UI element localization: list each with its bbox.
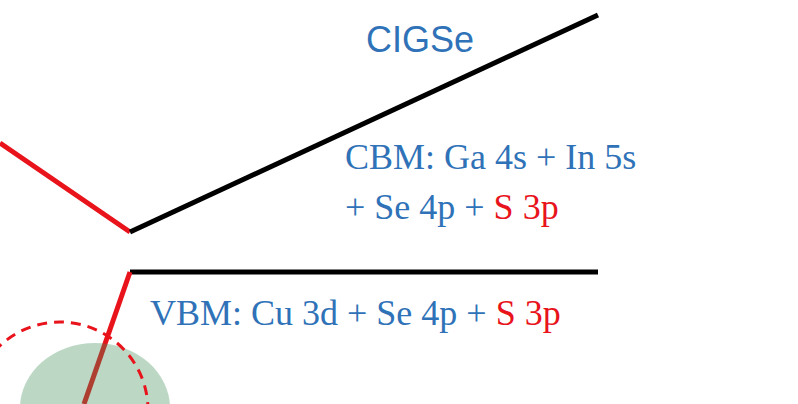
text-line: + Se 4p +S 3p	[345, 186, 559, 229]
valence-band-edge	[130, 270, 598, 275]
text-line: CIGSe	[366, 18, 474, 61]
orbital-label: VBM: Cu 3d + Se 4p +	[150, 293, 487, 333]
conduction-band-edge	[130, 15, 598, 232]
text-line: CBM: Ga 4s + In 5s	[345, 136, 636, 179]
text-line: VBM: Cu 3d + Se 4p +S 3p	[150, 292, 561, 335]
dashed-circle	[0, 322, 148, 404]
orbital-label: S 3p	[496, 293, 561, 333]
orbital-label: CBM: Ga 4s + In 5s	[345, 137, 636, 177]
orbital-label: + Se 4p +	[345, 187, 485, 227]
graded-band-edge	[0, 143, 130, 232]
material-title: CIGSe	[366, 19, 474, 60]
orbital-label: S 3p	[494, 187, 559, 227]
